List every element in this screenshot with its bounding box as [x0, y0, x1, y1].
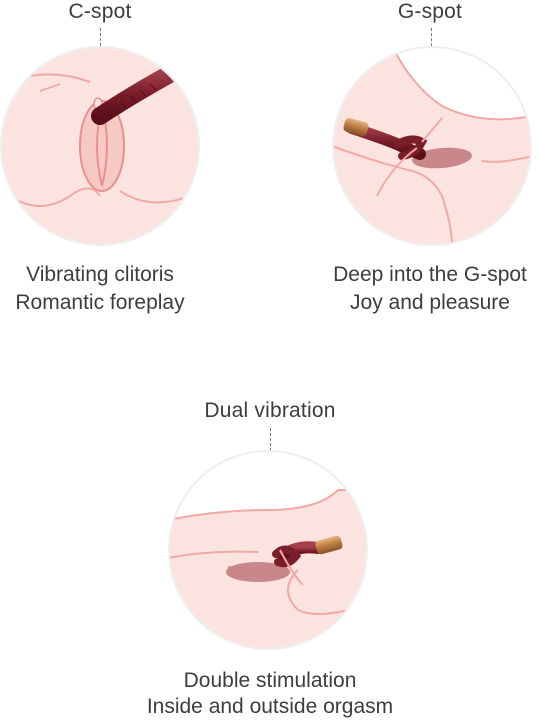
g-spot-caption-line-1: Deep into the G-spot: [333, 263, 527, 286]
g-spot-illustration: [332, 46, 532, 246]
c-spot-caption-line-2: Romantic foreplay: [15, 291, 185, 314]
c-spot-label: C-spot: [68, 0, 132, 23]
g-spot-caption-line-2: Joy and pleasure: [350, 291, 510, 314]
dual-vibration-label: Dual vibration: [204, 399, 336, 422]
dual-vibration-caption-line-2: Inside and outside orgasm: [146, 695, 394, 718]
g-spot-label: G-spot: [397, 0, 463, 23]
dual-vibration-illustration: [168, 450, 368, 650]
c-spot-illustration: [0, 46, 200, 246]
dual-vibration-caption-line-1: Double stimulation: [183, 669, 357, 692]
c-spot-caption-line-1: Vibrating clitoris: [26, 263, 174, 286]
